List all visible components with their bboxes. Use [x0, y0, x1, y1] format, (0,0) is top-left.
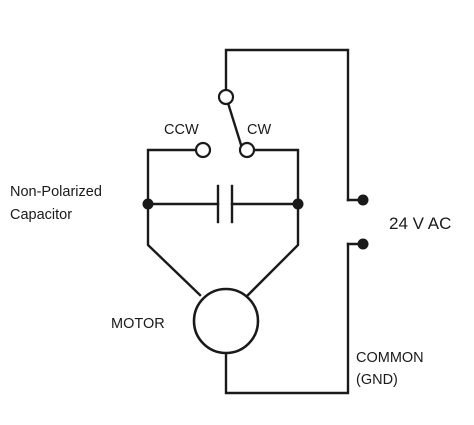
- supply-voltage-label: 24 V AC: [389, 214, 451, 233]
- cw-terminal: [238, 141, 256, 159]
- wire-cw-to-right-node: [252, 148, 300, 206]
- motor-label: MOTOR: [111, 316, 165, 332]
- wire-right-node-to-motor: [246, 202, 300, 297]
- ccw-terminal: [194, 141, 212, 159]
- capacitor-right-junction: [292, 198, 304, 210]
- wire-left-node-to-motor: [146, 202, 202, 297]
- wire-motor-to-common: [224, 242, 350, 395]
- cw-label: CW: [247, 122, 271, 138]
- supply-terminal-top: [357, 194, 369, 206]
- wire-switch-to-supply-top: [224, 48, 350, 202]
- wire-ccw-to-left-node: [146, 148, 198, 206]
- switch-arm: [226, 101, 244, 150]
- capacitor-left-junction: [142, 198, 154, 210]
- supply-terminal-bottom: [357, 238, 369, 250]
- capacitor-label-line1: Non-Polarized: [10, 184, 102, 200]
- motor-symbol: [192, 287, 260, 355]
- ccw-label: CCW: [164, 122, 199, 138]
- common-label-line2: (GND): [356, 372, 398, 388]
- common-label-line1: COMMON: [356, 350, 424, 366]
- switch-common-terminal: [217, 88, 235, 106]
- capacitor-label-line2: Capacitor: [10, 207, 72, 223]
